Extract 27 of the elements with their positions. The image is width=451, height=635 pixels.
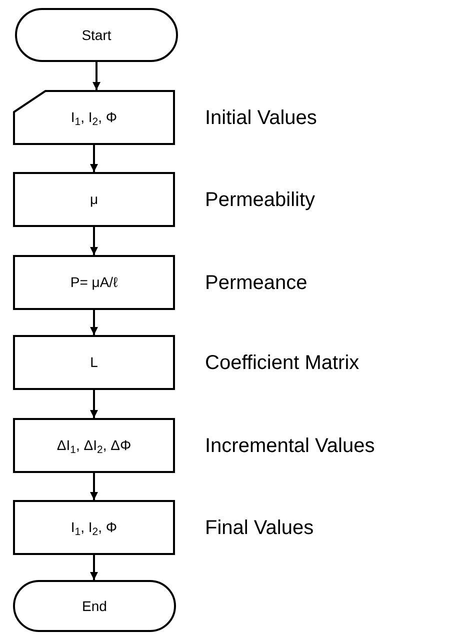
process-box [13, 335, 175, 390]
node-text: End [82, 596, 107, 616]
arrow [90, 555, 98, 580]
node-text: Start [82, 26, 112, 44]
process-box [13, 418, 175, 473]
process-box [13, 172, 175, 227]
arrow [92, 62, 100, 90]
node-text: I$_{1}$, I$_{2}$, Φ [70, 108, 118, 128]
arrow [90, 227, 98, 255]
process-box [13, 500, 175, 555]
step-label: Permeability [205, 188, 316, 212]
arrow [90, 310, 98, 335]
arrow [90, 145, 98, 172]
input-shape [13, 90, 175, 145]
node-text: I$_{1}$, I$_{2}$, Φ [70, 518, 118, 538]
node-text: L [90, 353, 98, 372]
step-label: Final Values [205, 516, 314, 540]
step-label: Initial Values [205, 106, 317, 130]
node-text: μ [90, 190, 98, 209]
process-box [13, 255, 175, 310]
node-text: ΔI$_{1}$, ΔI$_{2}$, ΔΦ [56, 436, 132, 456]
step-label: Permeance [205, 270, 308, 294]
arrow [90, 473, 98, 500]
step-label: Incremental Values [205, 434, 375, 458]
node-text: P= μA/ℓ [70, 273, 118, 292]
step-label: Coefficient Matrix [205, 350, 360, 374]
arrow [90, 390, 98, 418]
